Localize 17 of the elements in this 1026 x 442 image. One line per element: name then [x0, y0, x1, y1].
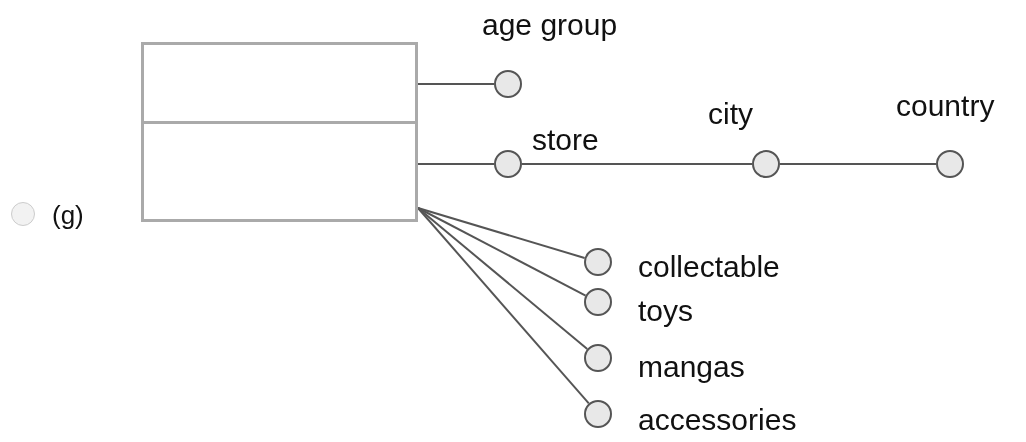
connector-line: [417, 207, 586, 259]
attribute-label: country: [896, 89, 995, 123]
attribute-label: store: [532, 123, 599, 157]
figure-label: (g): [52, 199, 84, 232]
attribute-label: collectable: [638, 250, 780, 284]
connector-line: [779, 163, 937, 165]
fact-box: [141, 42, 418, 222]
attribute-label: city: [708, 97, 753, 131]
connector-line: [417, 207, 590, 405]
attribute-label: toys: [638, 294, 694, 328]
connector-line: [521, 163, 753, 165]
attribute-label: accessories: [638, 403, 797, 437]
connector-line: [417, 163, 495, 165]
connector-line: [417, 207, 587, 297]
connector-line: [417, 83, 495, 85]
attribute-label: mangas: [638, 350, 745, 384]
attribute-label: age group: [482, 8, 618, 42]
